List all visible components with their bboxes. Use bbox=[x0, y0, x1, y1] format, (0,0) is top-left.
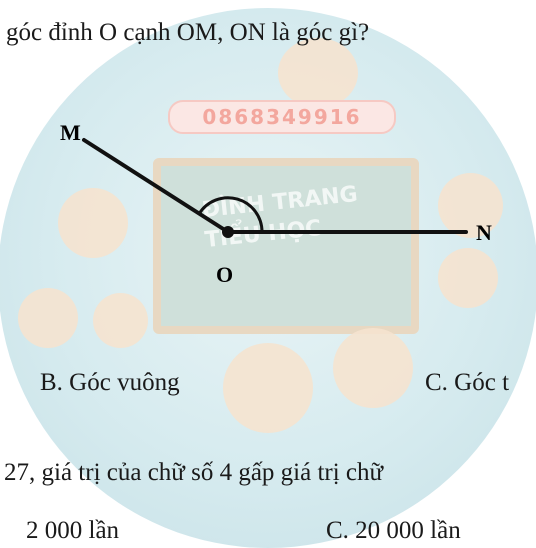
option-b: B. Góc vuông bbox=[40, 369, 180, 396]
label-n: N bbox=[476, 220, 492, 245]
watermark-kid bbox=[438, 248, 498, 308]
vertex-point bbox=[222, 226, 234, 238]
angle-figure: M N O bbox=[60, 120, 492, 287]
watermark-kid bbox=[223, 343, 313, 433]
watermark-kid bbox=[58, 188, 128, 258]
question-line: góc đỉnh O cạnh OM, ON là góc gì? bbox=[6, 19, 370, 46]
watermark-kid bbox=[278, 38, 358, 108]
ray-om bbox=[82, 138, 230, 234]
watermark-kid bbox=[93, 293, 148, 348]
watermark-chalkboard bbox=[153, 158, 419, 334]
watermark-phone: 0868349916 bbox=[168, 100, 396, 134]
label-m: M bbox=[60, 120, 81, 145]
watermark-kid bbox=[438, 173, 503, 238]
option2-c: C. 20 000 lần bbox=[326, 517, 461, 544]
label-o: O bbox=[216, 262, 233, 287]
watermark-kid bbox=[18, 288, 78, 348]
angle-arc bbox=[197, 196, 264, 233]
watermark-background: 0868349916 ĐÌNH TRANG TIỂU HỌC bbox=[0, 8, 536, 548]
option2-b: 2 000 lần bbox=[26, 517, 120, 544]
option-c: C. Góc t bbox=[425, 369, 510, 396]
question2-line: 27, giá trị của chữ số 4 gấp giá trị chữ bbox=[4, 459, 384, 486]
watermark-kid bbox=[333, 328, 413, 408]
